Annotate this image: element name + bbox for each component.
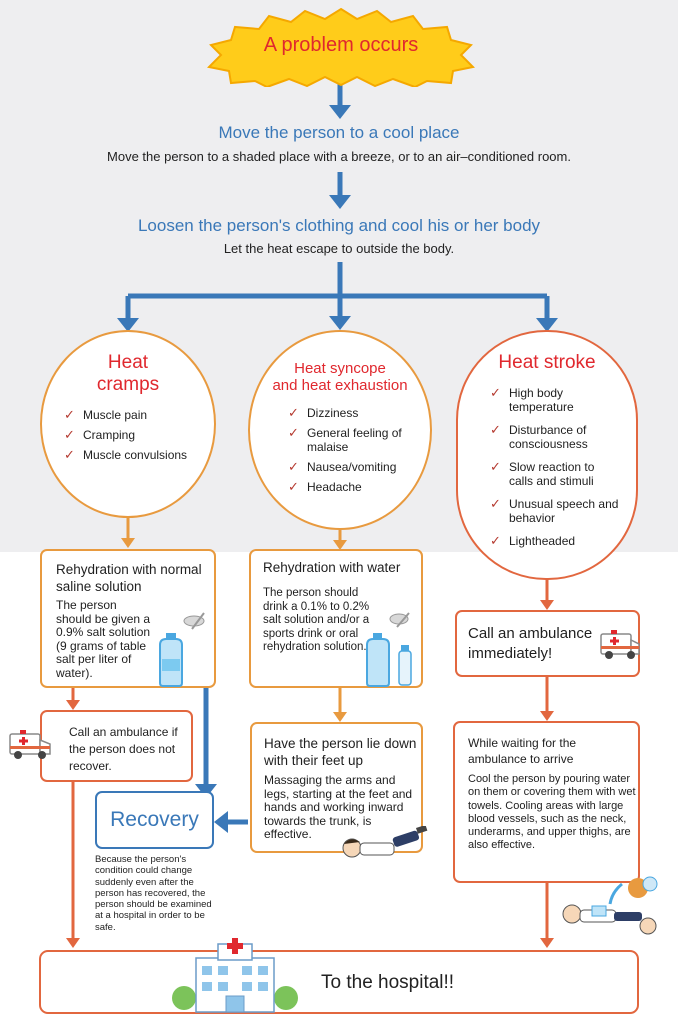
recovery-title: Recovery [110, 808, 199, 831]
problem-title: A problem occurs [263, 34, 419, 56]
heat-syncope-title-line2: and heat exhaustion [272, 377, 408, 395]
heat-syncope-circle: Heat syncope and heat exhaustion ✓Dizzin… [248, 330, 432, 530]
rehydration-saline-text: The person should be given a 0.9% salt s… [56, 598, 151, 680]
ambulance-icon [600, 630, 640, 659]
check-icon: ✓ [288, 425, 299, 440]
sports-drink-icon [366, 612, 412, 687]
check-icon: ✓ [490, 385, 501, 400]
heat-stroke-symptoms: ✓High body temperature ✓Disturbance of c… [490, 386, 620, 557]
check-icon: ✓ [288, 479, 299, 494]
check-icon: ✓ [490, 422, 501, 437]
heat-cramps-circle: Heat cramps ✓Muscle pain ✓Cramping ✓Musc… [40, 330, 216, 518]
rehydration-water-title: Rehydration with water [263, 560, 401, 575]
symptom-item: ✓General feeling of malaise [288, 425, 402, 455]
symptom-item: ✓Muscle pain [64, 407, 148, 423]
ambulance-icon [9, 730, 51, 759]
step1-subtitle: Move the person to a shaded place with a… [107, 149, 571, 164]
recovery-box: Recovery [95, 791, 214, 849]
check-icon: ✓ [64, 427, 75, 442]
symptom-item: ✓Slow reaction to calls and stimuli [490, 459, 595, 489]
heat-syncope-title-line1: Heat syncope [294, 360, 386, 377]
blue-arrowheads [117, 105, 558, 833]
heat-cramps-symptoms: ✓Muscle pain ✓Cramping ✓Muscle convulsio… [64, 408, 214, 468]
cooling-person-icon [562, 876, 658, 935]
symptom-item: ✓Dizziness [288, 405, 359, 421]
symptom-item: ✓Nausea/vomiting [288, 459, 397, 475]
lie-down-title: Have the person lie down with their feet… [264, 736, 417, 768]
lie-down-text: Massaging the arms and legs, starting at… [264, 773, 413, 841]
symptom-item: ✓Cramping [64, 427, 136, 443]
step2-subtitle: Let the heat escape to outside the body. [223, 241, 455, 256]
ambulance-immediate-box: Call an ambulance immediately! [455, 610, 640, 677]
step2-title: Loosen the person's clothing and cool hi… [137, 216, 541, 235]
symptom-item: ✓Headache [288, 479, 362, 495]
waiting-text: Cool the person by pouring water on them… [468, 773, 636, 852]
symptom-item: ✓High body temperature [490, 385, 574, 415]
heat-stroke-title: Heat stroke [498, 352, 596, 373]
rehydration-water-box: Rehydration with water The person should… [249, 549, 423, 688]
check-icon: ✓ [490, 496, 501, 511]
ambulance-conditional-box: Call an ambulance if the person does not… [40, 710, 193, 782]
check-icon: ✓ [64, 407, 75, 422]
hospital-box: To the hospital!! [39, 950, 639, 1014]
problem-starburst [207, 7, 475, 87]
red-arrowheads [66, 600, 554, 948]
heat-cramps-title-line2: cramps [96, 373, 160, 395]
symptom-item: ✓Disturbance of consciousness [490, 422, 588, 452]
ambulance-immediate-title: Call an ambulance immediately! [468, 625, 593, 662]
ambulance-conditional-text: Call an ambulance if the person does not… [69, 725, 178, 773]
check-icon: ✓ [490, 459, 501, 474]
symptom-item: ✓Lightheaded [490, 533, 576, 549]
lie-down-box: Have the person lie down with their feet… [250, 722, 423, 853]
waiting-box: While waiting for the ambulance to arriv… [453, 721, 640, 883]
orange-arrowheads [121, 538, 347, 722]
rehydration-saline-title: Rehydration with normal saline solution [56, 562, 202, 594]
hospital-building-icon [172, 938, 298, 1013]
check-icon: ✓ [288, 459, 299, 474]
red-connectors [71, 580, 549, 940]
heat-cramps-title-line1: Heat [107, 352, 149, 373]
rehydration-saline-box: Rehydration with normal saline solution … [40, 549, 216, 688]
hospital-label: To the hospital!! [321, 972, 455, 993]
blue-connectors [125, 80, 550, 825]
heat-syncope-symptoms: ✓Dizziness ✓General feeling of malaise ✓… [288, 406, 418, 500]
symptom-item: ✓Unusual speech and behavior [490, 496, 619, 526]
check-icon: ✓ [490, 533, 501, 548]
recovery-note: Because the person's condition could cha… [95, 854, 212, 933]
heat-stroke-pill: Heat stroke ✓High body temperature ✓Dist… [456, 330, 638, 580]
symptom-item: ✓Muscle convulsions [64, 447, 188, 463]
waiting-title: While waiting for the ambulance to arriv… [468, 736, 577, 766]
step1-title: Move the person to a cool place [218, 123, 460, 142]
lying-person-icon [342, 826, 428, 858]
rehydration-water-text: The person should drink a 0.1% to 0.2% s… [263, 587, 370, 653]
salt-bottle-icon [159, 612, 205, 687]
check-icon: ✓ [288, 405, 299, 420]
check-icon: ✓ [64, 447, 75, 462]
